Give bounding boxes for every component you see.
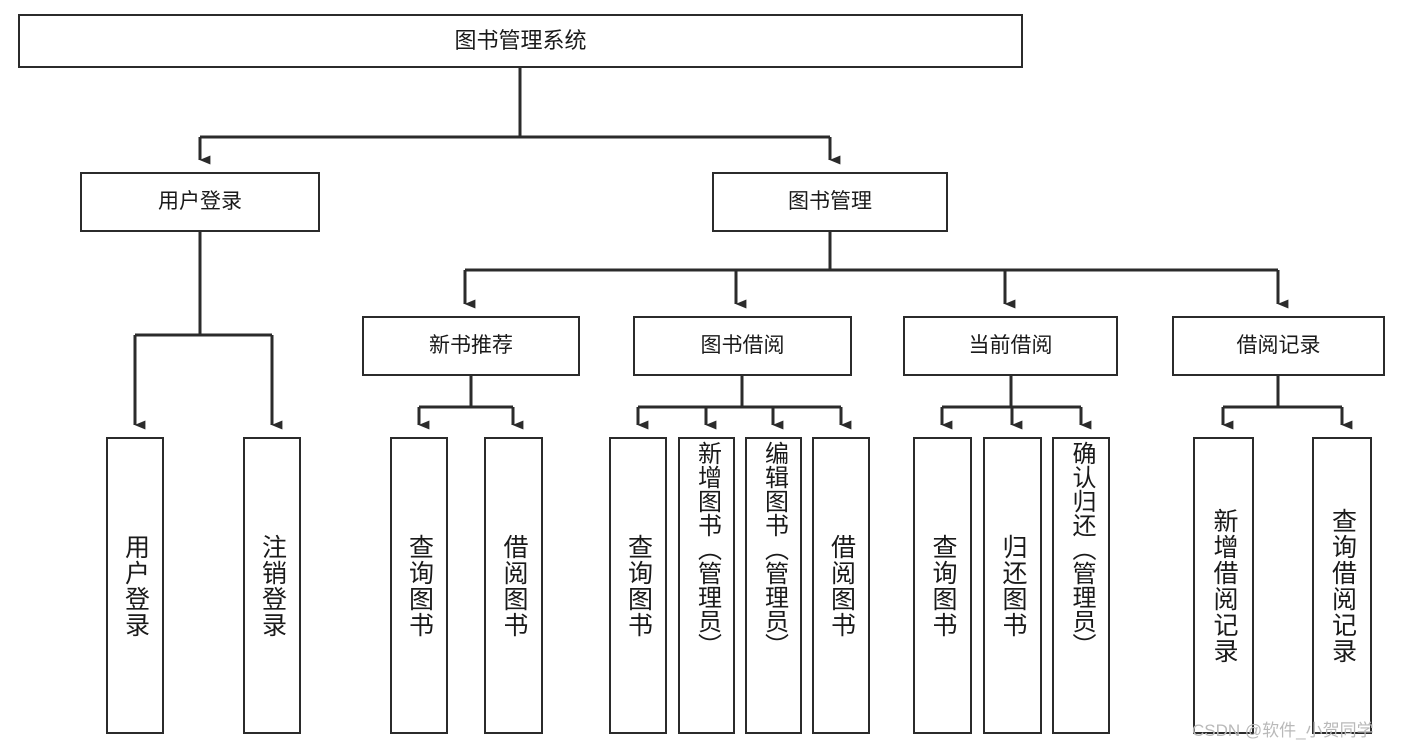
node-leaf-query-borrow-record-label: 查询借阅记录 [1328, 507, 1357, 664]
node-leaf-add-borrow-record-label: 新增借阅记录 [1210, 507, 1238, 664]
node-book-borrow-label: 图书借阅 [700, 333, 785, 357]
node-book-management[interactable]: 图书管理 [712, 172, 948, 232]
node-borrow-records-label: 借阅记录 [1236, 333, 1321, 357]
node-leaf-add-book-admin[interactable]: 新增图书（管理员） [678, 437, 735, 734]
node-leaf-borrow-book-2-label: 借阅图书 [827, 533, 856, 638]
node-user-login[interactable]: 用户登录 [80, 172, 320, 232]
node-leaf-query-book-2-label: 查询图书 [624, 533, 653, 638]
node-leaf-query-borrow-record[interactable]: 查询借阅记录 [1312, 437, 1372, 734]
node-leaf-add-borrow-record[interactable]: 新增借阅记录 [1193, 437, 1254, 734]
node-leaf-query-book-1-label: 查询图书 [405, 533, 434, 638]
node-leaf-return-book-label: 归还图书 [999, 533, 1027, 638]
node-new-book-recommend[interactable]: 新书推荐 [362, 316, 580, 376]
node-leaf-query-book-3[interactable]: 查询图书 [913, 437, 972, 734]
node-leaf-user-login[interactable]: 用户登录 [106, 437, 164, 734]
node-leaf-logout[interactable]: 注销登录 [243, 437, 301, 734]
node-leaf-query-book-2[interactable]: 查询图书 [609, 437, 667, 734]
node-leaf-edit-book-admin[interactable]: 编辑图书（管理员） [745, 437, 802, 734]
node-leaf-query-book-1[interactable]: 查询图书 [390, 437, 448, 734]
node-leaf-user-login-label: 用户登录 [121, 533, 150, 638]
node-book-management-label: 图书管理 [788, 189, 872, 213]
node-current-borrow[interactable]: 当前借阅 [903, 316, 1118, 376]
node-leaf-borrow-book-1-label: 借阅图书 [500, 533, 528, 638]
node-user-login-label: 用户登录 [158, 189, 242, 213]
node-leaf-logout-label: 注销登录 [258, 533, 287, 638]
node-root-label: 图书管理系统 [454, 28, 587, 54]
node-leaf-borrow-book-1[interactable]: 借阅图书 [484, 437, 543, 734]
node-root[interactable]: 图书管理系统 [18, 14, 1023, 68]
csdn-watermark: CSDN @软件_小贺同学 [1192, 721, 1374, 740]
node-new-book-recommend-label: 新书推荐 [429, 333, 513, 357]
node-leaf-edit-book-admin-label: 编辑图书（管理员） [760, 441, 788, 657]
node-leaf-return-book[interactable]: 归还图书 [983, 437, 1042, 734]
node-leaf-confirm-return-admin[interactable]: 确认归还（管理员） [1052, 437, 1110, 734]
node-borrow-records[interactable]: 借阅记录 [1172, 316, 1385, 376]
node-leaf-query-book-3-label: 查询图书 [929, 533, 957, 638]
node-leaf-confirm-return-admin-label: 确认归还（管理员） [1068, 441, 1095, 657]
node-book-borrow[interactable]: 图书借阅 [633, 316, 852, 376]
node-current-borrow-label: 当前借阅 [968, 333, 1053, 357]
node-leaf-add-book-admin-label: 新增图书（管理员） [693, 441, 721, 657]
node-leaf-borrow-book-2[interactable]: 借阅图书 [812, 437, 870, 734]
